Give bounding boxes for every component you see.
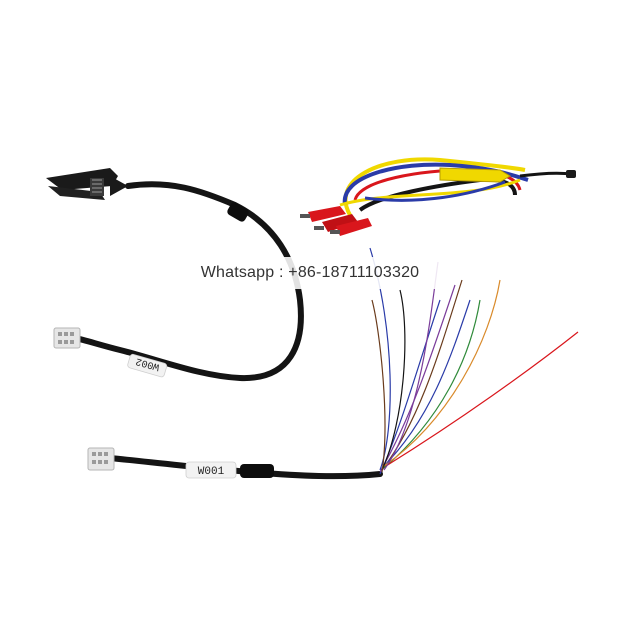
heat-shrink-sleeve [227,202,249,222]
fanout-cable-w001: W001 [87,247,579,480]
fanout-wires [369,247,579,475]
connector-bottom [87,447,115,471]
red-clips [300,206,372,236]
test-clip [46,168,128,200]
label-sleeve-w001 [185,461,237,479]
label-sleeve-w002 [127,353,168,378]
whatsapp-watermark: Whatsapp : +86-18711103320 [172,257,448,289]
connector-top [53,327,81,349]
test-leads [300,157,576,236]
clip-cable-w002: W002 [46,168,304,382]
label-w001: W001 [198,466,225,478]
heat-shrink-sleeve-bottom [240,464,274,478]
